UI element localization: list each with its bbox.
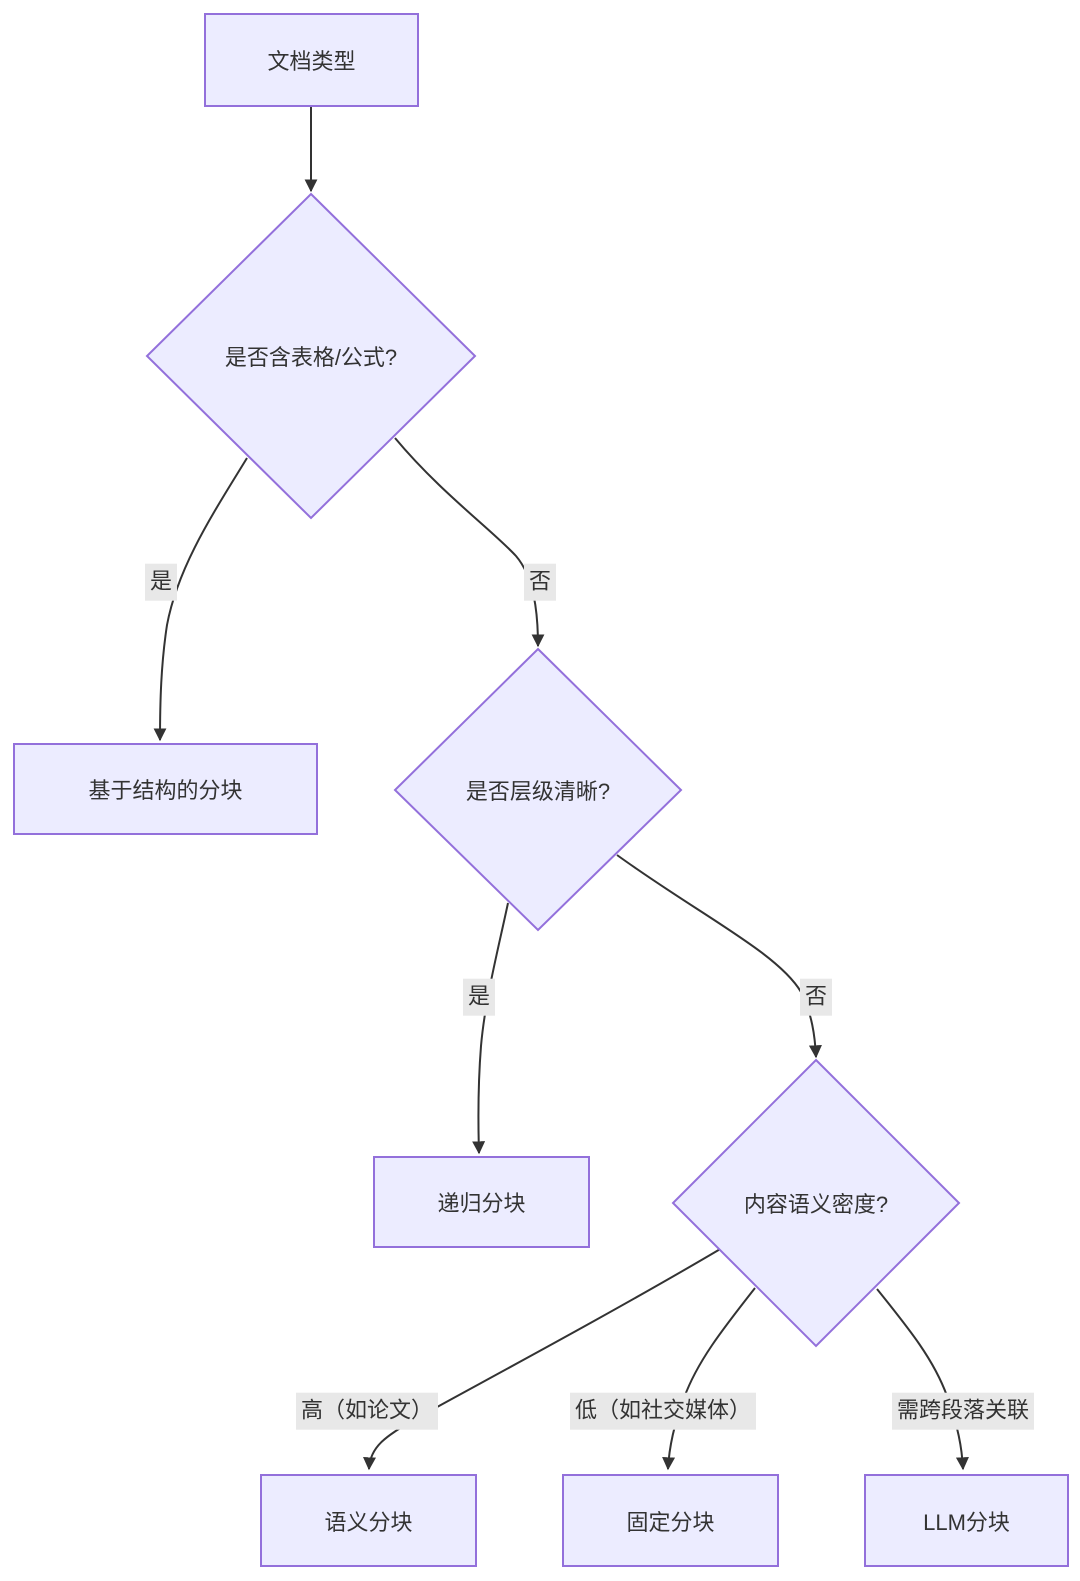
edge-label-low-social: 低（如社交媒体） xyxy=(569,1392,757,1430)
node-semantic-chunking: 语义分块 xyxy=(260,1474,477,1567)
edge-label-cross-paragraph: 需跨段落关联 xyxy=(891,1392,1035,1430)
edge-label-no-1: 否 xyxy=(523,563,557,601)
node-recursive-chunking-label: 递归分块 xyxy=(437,1191,526,1216)
decision-has-table-formula-label: 是否含表格/公式? xyxy=(224,345,398,370)
edge-density-high-to-semantic xyxy=(363,1247,723,1471)
decision-clear-hierarchy-label: 是否层级清晰? xyxy=(465,779,611,804)
edge-label-high-paper: 高（如论文） xyxy=(295,1392,439,1430)
edge-density-cross-to-llm xyxy=(876,1288,969,1471)
node-structure-based-chunking-label: 基于结构的分块 xyxy=(88,778,243,803)
node-recursive-chunking: 递归分块 xyxy=(373,1156,590,1248)
node-llm-chunking-label: LLM分块 xyxy=(923,1509,1010,1535)
edge-label-yes-1: 是 xyxy=(144,563,178,601)
decision-semantic-density-shape xyxy=(671,1058,961,1348)
node-fixed-chunking: 固定分块 xyxy=(562,1474,779,1567)
edge-label-no-2: 否 xyxy=(799,978,833,1016)
node-fixed-chunking-label: 固定分块 xyxy=(626,1509,715,1535)
edge-hierarchy-no-to-density xyxy=(616,854,822,1059)
node-semantic-chunking-label: 语义分块 xyxy=(324,1509,413,1535)
node-doc-type-label: 文档类型 xyxy=(267,49,356,74)
edge-label-yes-2: 是 xyxy=(462,978,496,1016)
edge-density-low-to-fixed xyxy=(662,1287,756,1471)
node-llm-chunking: LLM分块 xyxy=(864,1474,1069,1567)
node-doc-type: 文档类型 xyxy=(204,13,419,107)
edge-hierarchy-yes-to-recursive xyxy=(472,902,509,1155)
decision-semantic-density-label: 内容语义密度? xyxy=(743,1192,889,1217)
node-structure-based-chunking: 基于结构的分块 xyxy=(13,743,318,835)
decision-clear-hierarchy-shape xyxy=(393,647,683,932)
decision-has-table-formula-shape xyxy=(145,192,477,520)
edge-tableformula-yes-to-structure xyxy=(153,457,248,742)
edge-tableformula-no-to-hierarchy xyxy=(394,437,545,648)
